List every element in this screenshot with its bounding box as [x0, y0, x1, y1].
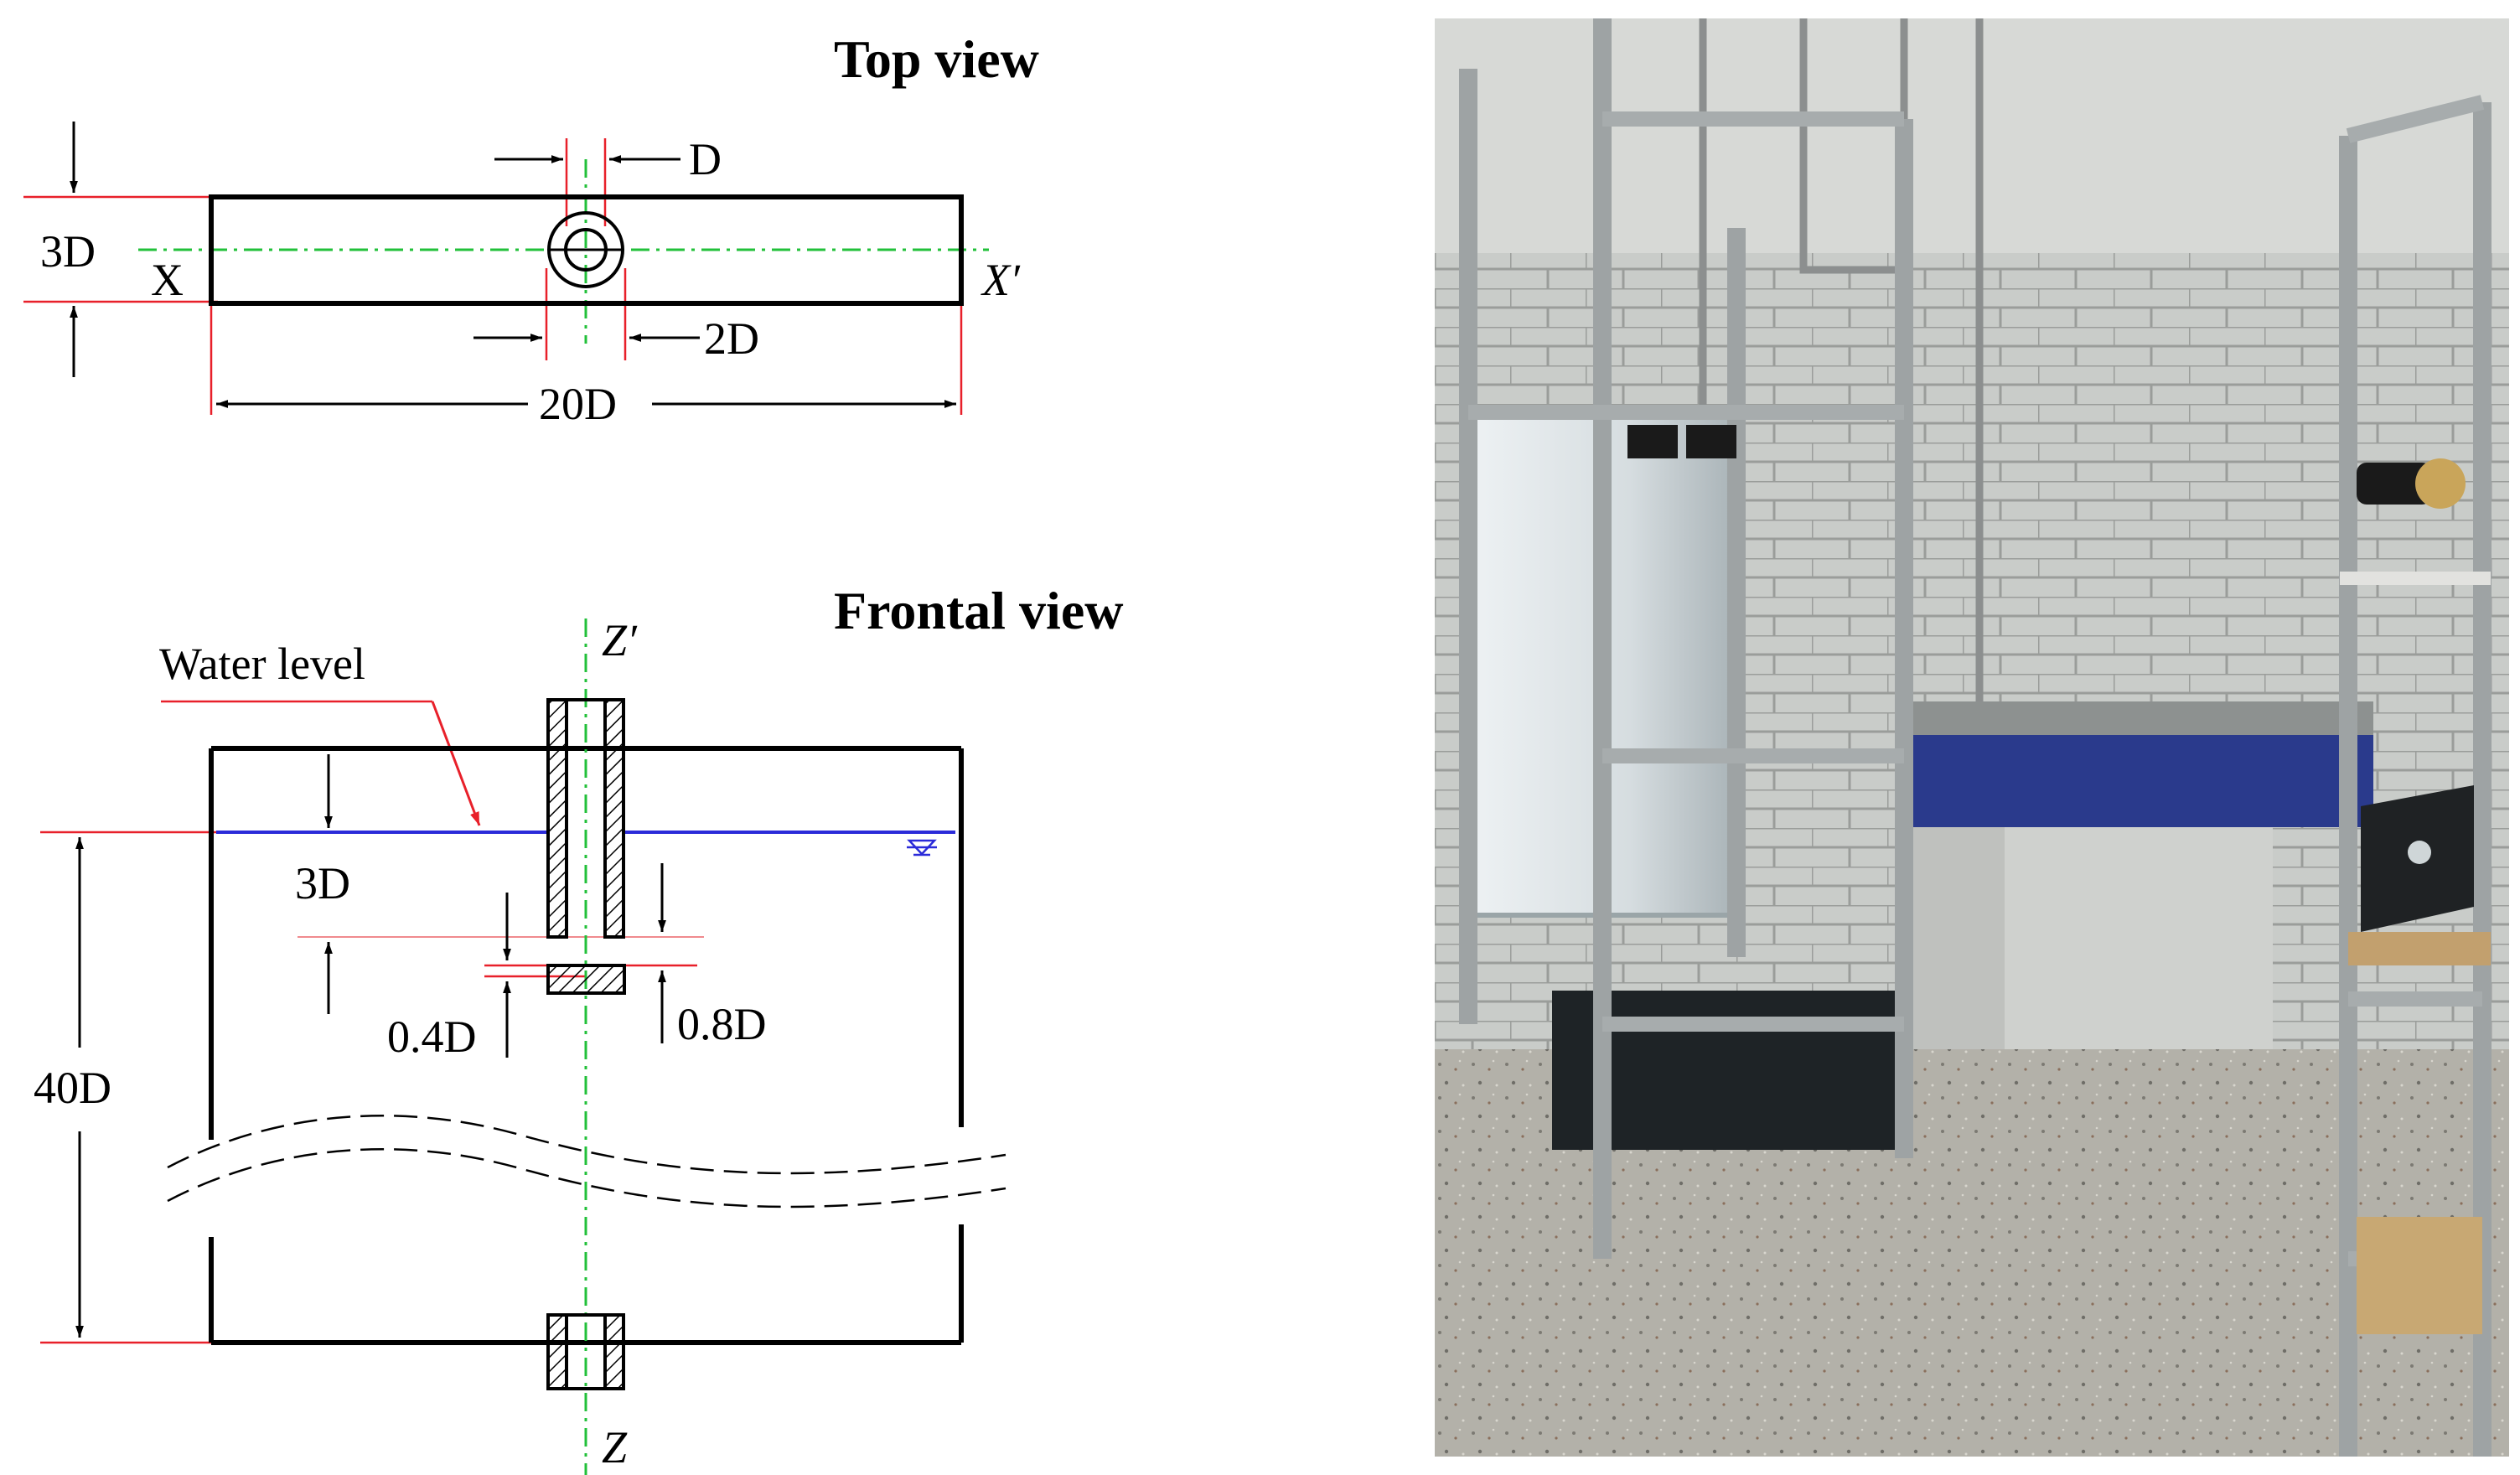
gap-dimension: [503, 970, 666, 1058]
pipe-frontal-section: [546, 698, 626, 995]
water-level-arrow: [431, 701, 481, 826]
axis-z-label: Z: [602, 1422, 628, 1472]
frontal-view: Frontal view Water level: [34, 581, 1123, 1475]
top-view: Top view 3D: [23, 29, 1039, 429]
submergence-dimension: [324, 754, 666, 1014]
tank-outline: [209, 746, 964, 1345]
frontal-view-extension-lines: [40, 831, 704, 1344]
axis-z-prime-label: Z′: [602, 615, 638, 665]
water-level-label: Water level: [159, 639, 365, 689]
schematic-diagram: Top view 3D: [23, 29, 1123, 1475]
tank-break-lines: [167, 1115, 1006, 1208]
top-view-hole-d-label: D: [689, 134, 722, 184]
top-view-hole-2d-label: 2D: [704, 313, 759, 364]
top-view-length-label: 20D: [539, 379, 617, 429]
axis-x-label: X: [151, 255, 184, 305]
pipe-top-view: [547, 211, 624, 288]
bottom-outlet: [546, 1313, 625, 1390]
gap-label: 0.4D: [387, 1012, 477, 1062]
top-view-title: Top view: [834, 29, 1039, 89]
top-view-height-label: 3D: [40, 226, 96, 277]
top-view-channel: [209, 194, 964, 306]
frontal-view-title: Frontal view: [834, 581, 1123, 640]
axis-x-prime-label: X′: [981, 255, 1021, 305]
top-view-center-lines: [138, 159, 989, 344]
submergence-label: 3D: [295, 858, 350, 908]
lab-setup-photo: [1435, 18, 2509, 1457]
wall-label: 0.8D: [677, 999, 767, 1049]
depth-label: 40D: [34, 1063, 111, 1113]
water-surface-symbol: [907, 839, 937, 857]
